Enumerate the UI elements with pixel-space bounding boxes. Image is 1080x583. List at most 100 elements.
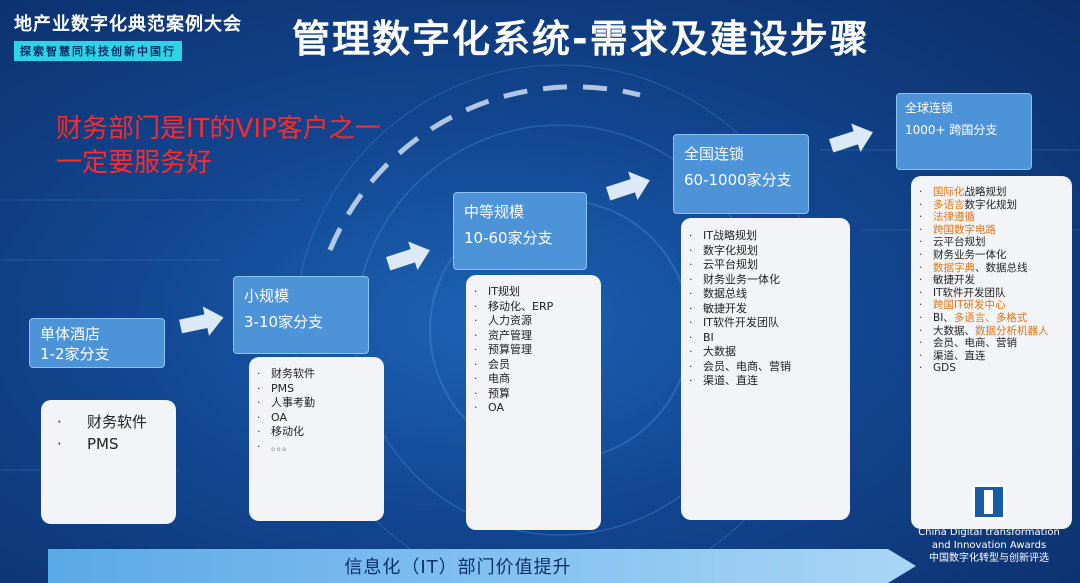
list-item: 大数据 [681, 345, 850, 360]
item-text: 会员、电商、营销 [933, 337, 1017, 350]
list-item: BI、多语言、多格式 [911, 312, 1064, 325]
list-item: 财务业务一体化 [911, 249, 1064, 262]
item-highlight: 跨国IT研发中心 [933, 299, 1006, 312]
item-text: 渠道、直连 [933, 349, 986, 362]
stage-box-global-chain: 全球连锁 1000+ 跨国分支 [896, 93, 1032, 170]
item-highlight: 多语言、多格式 [953, 311, 1028, 324]
item-text: 财务业务一体化 [933, 248, 1007, 261]
list-item: 预算管理 [466, 343, 601, 358]
bottom-value-arrow [48, 549, 916, 583]
item-highlight: 多语言 [933, 198, 965, 211]
list-item: 会员 [466, 358, 601, 373]
stage-list-single-hotel: 财务软件 PMS [41, 400, 176, 524]
list-item: 跨国数字电路 [911, 224, 1064, 237]
stage-box-single-hotel: 单体酒店 1-2家分支 [29, 318, 165, 368]
item-highlight: 国际化 [933, 186, 965, 198]
page-title: 管理数字化系统-需求及建设步骤 [292, 17, 870, 61]
list-item: BI [681, 331, 850, 346]
vip-note-line2: 一定要服务好 [56, 148, 213, 178]
item-highlight: 跨国数字电路 [933, 223, 996, 236]
item-text: 数字化规划 [964, 198, 1018, 211]
item-highlight: 数据分析机器人 [975, 324, 1049, 337]
stage-range: 3-10家分支 [244, 313, 324, 331]
list-item: 数字化规划 [681, 244, 850, 259]
stage-list-national-chain: IT战略规划 数字化规划 云平台规划 财务业务一体化 数据总线 敏捷开发 IT软… [681, 218, 850, 520]
list-item: 预算 [466, 387, 601, 402]
list-item: 。。。 [249, 440, 384, 455]
list-item: 法律遵循 [911, 211, 1064, 224]
stage-list-mid-scale: IT规划 移动化、ERP 人力资源 资产管理 预算管理 会员 电商 预算 OA [466, 275, 601, 530]
list-item: PMS [249, 382, 384, 397]
list-item: 资产管理 [466, 329, 601, 344]
list-item: 人力资源 [466, 314, 601, 329]
item-text: 战略规划 [964, 186, 1007, 198]
list-item: 数据总线 [681, 287, 850, 302]
award-line1: China Digital transformation [918, 527, 1060, 538]
list-item: OA [466, 401, 601, 416]
list-item: 渠道、直连 [681, 374, 850, 389]
global-items-list: 国际化战略规划 多语言数字化规划 法律遵循 跨国数字电路 云平台规划 财务业务一… [911, 186, 1064, 375]
list-item: 移动化 [249, 425, 384, 440]
vip-note: 财务部门是IT的VIP客户之一 一定要服务好 [56, 112, 381, 180]
stage-box-national-chain: 全国连锁 60-1000家分支 [673, 134, 809, 214]
stage-name: 小规模 [244, 287, 290, 305]
list-item: 跨国IT研发中心 [911, 299, 1064, 312]
list-item: IT软件开发团队 [911, 287, 1064, 300]
right-arrow-icon [385, 241, 430, 271]
stage-range: 60-1000家分支 [684, 171, 792, 189]
item-text: GDS [933, 362, 956, 375]
stage-range: 1-2家分支 [40, 345, 110, 363]
item-prefix: 大数据、 [933, 324, 975, 337]
item-text: 云平台规划 [933, 236, 986, 249]
list-item: IT规划 [466, 285, 601, 300]
right-arrow-icon [828, 123, 873, 153]
item-text: 敏捷开发 [933, 274, 975, 287]
list-item: 会员、电商、营销 [911, 337, 1064, 350]
stage-list-small-scale: 财务软件 PMS 人事考勤 OA 移动化 。。。 [249, 357, 384, 521]
stage-name: 全国连锁 [684, 145, 745, 163]
brand-block: 地产业数字化典范案例大会 探索智慧同科技创新中国行 [14, 10, 242, 61]
stage-range: 10-60家分支 [464, 229, 553, 247]
award-logo-icon [972, 484, 1006, 520]
list-item: 云平台规划 [681, 258, 850, 273]
list-item: 多语言数字化规划 [911, 199, 1064, 212]
award-line3: 中国数字化转型与创新评选 [929, 553, 1049, 564]
brand-tagline: 探索智慧同科技创新中国行 [14, 41, 182, 61]
award-block: China Digital transformation and Innovat… [904, 484, 1074, 566]
stage-name: 中等规模 [464, 203, 525, 221]
list-item: 大数据、数据分析机器人 [911, 325, 1064, 338]
right-arrow-icon [179, 306, 224, 336]
stage-box-small-scale: 小规模 3-10家分支 [233, 276, 369, 354]
item-text: 、数据总线 [975, 261, 1028, 274]
list-item: 财务业务一体化 [681, 273, 850, 288]
stage-range: 1000+ 跨国分支 [905, 123, 998, 137]
vip-note-line1: 财务部门是IT的VIP客户之一 [56, 114, 381, 144]
list-item: 云平台规划 [911, 236, 1064, 249]
stage-name: 单体酒店 [40, 325, 101, 343]
item-highlight: 法律遵循 [933, 211, 975, 224]
stage-box-mid-scale: 中等规模 10-60家分支 [453, 192, 587, 270]
right-arrow-icon [605, 171, 650, 201]
list-item: GDS [911, 362, 1064, 375]
list-item: 财务软件 [249, 367, 384, 382]
list-item: 敏捷开发 [911, 274, 1064, 287]
list-item: 移动化、ERP [466, 300, 601, 315]
award-line2: and Innovation Awards [931, 540, 1047, 551]
stage-name: 全球连锁 [905, 101, 954, 115]
item-prefix: BI、 [933, 311, 954, 324]
item-highlight: 数据字典 [933, 261, 975, 274]
list-item: 数据字典、数据总线 [911, 262, 1064, 275]
list-item: IT软件开发团队 [681, 316, 850, 331]
brand-title: 地产业数字化典范案例大会 [14, 14, 242, 35]
stage-list-global-chain: 国际化战略规划 多语言数字化规划 法律遵循 跨国数字电路 云平台规划 财务业务一… [911, 176, 1072, 529]
list-item: 人事考勤 [249, 396, 384, 411]
list-item: IT战略规划 [681, 229, 850, 244]
list-item: OA [249, 411, 384, 426]
list-item: 渠道、直连 [911, 350, 1064, 363]
list-item: 敏捷开发 [681, 302, 850, 317]
list-item: 国际化战略规划 [911, 186, 1064, 199]
list-item: 财务软件 [41, 411, 176, 433]
list-item: PMS [41, 433, 176, 455]
list-item: 会员、电商、营销 [681, 360, 850, 375]
bottom-value-label: 信息化（IT）部门价值提升 [344, 557, 572, 578]
